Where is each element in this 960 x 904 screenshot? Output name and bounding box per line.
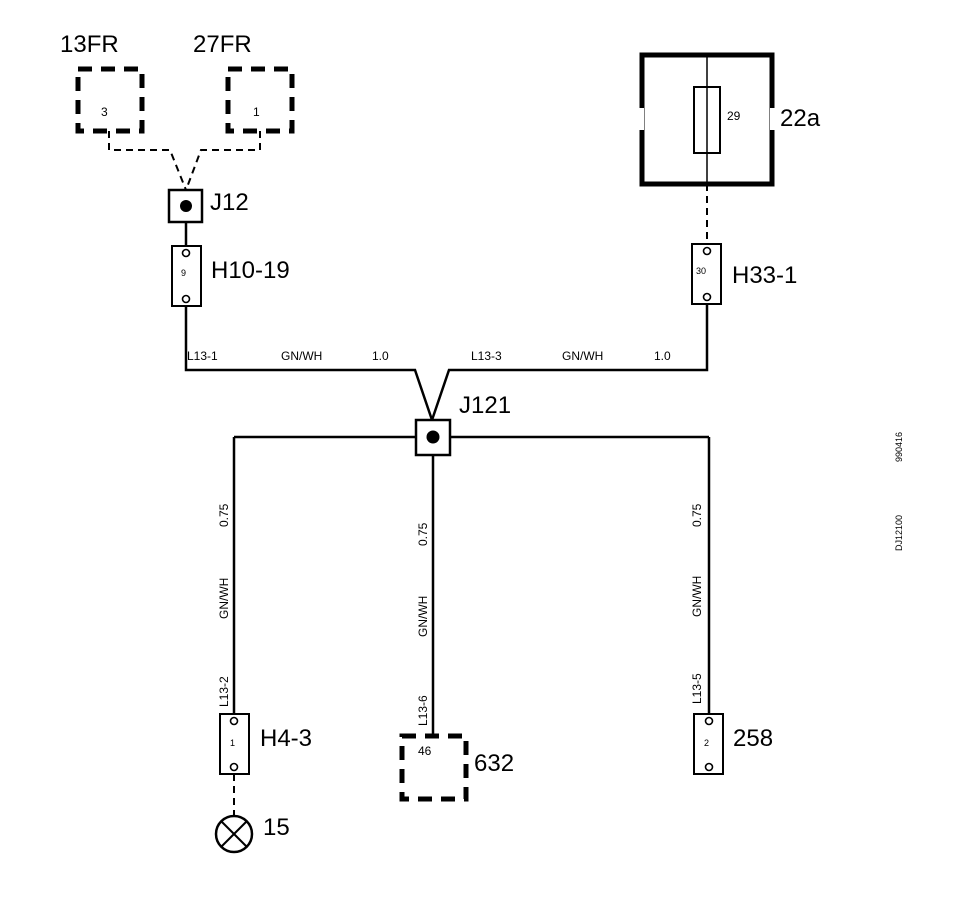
connector-h33-1: 30 H33-1 (691, 243, 797, 305)
connector-h33-1-label: H33-1 (732, 262, 797, 289)
connector-13fr-pin: 3 (101, 105, 108, 119)
wire-l13-2-size: 0.75 (217, 503, 231, 527)
splice-j12: J12 (167, 188, 249, 224)
connector-h4-3-label: H4-3 (260, 725, 312, 752)
lamp-label: 15 (263, 814, 290, 841)
margin-codes: 990416 DJ12100 (894, 432, 904, 551)
connector-h10-19: 9 H10-19 (171, 245, 290, 307)
wire-l13-2-id: L13-2 (217, 676, 231, 707)
wire-l13-3-id: L13-3 (471, 349, 502, 363)
connector-258: 2 258 (693, 713, 773, 775)
wire-l13-3-labels: L13-3 GN/WH 1.0 (471, 349, 671, 363)
wire-l13-5-id: L13-5 (690, 673, 704, 704)
dashed-wires-top-left (108, 131, 261, 191)
connector-h10-19-pin: 9 (181, 268, 186, 278)
connector-h4-3: 1 H4-3 (219, 713, 312, 775)
fuse-number: 29 (727, 109, 741, 123)
connector-27fr-pin: 1 (253, 105, 260, 119)
wire-l13-3-color: GN/WH (562, 349, 603, 363)
connector-13fr: 13FR 3 (60, 31, 145, 134)
wire-l13-6-size: 0.75 (416, 522, 430, 546)
connector-13fr-label: 13FR (60, 31, 119, 58)
splice-j121-label: J121 (459, 392, 511, 419)
lamp-15: 15 (214, 814, 290, 854)
connector-632: 46 632 (399, 733, 514, 802)
wire-l13-1-size: 1.0 (372, 349, 389, 363)
margin-code-1: 990416 (894, 432, 904, 462)
connector-27fr-label: 27FR (193, 31, 252, 58)
wire-l13-3-size: 1.0 (654, 349, 671, 363)
wire-l13-1-labels: L13-1 GN/WH 1.0 (187, 349, 389, 363)
connector-h10-19-label: H10-19 (211, 257, 290, 284)
wire-l13-6-id: L13-6 (416, 695, 430, 726)
wires-top-bus (184, 304, 709, 421)
connector-258-label: 258 (733, 725, 773, 752)
connector-h33-1-pin: 30 (696, 266, 706, 276)
wire-l13-1-id: L13-1 (187, 349, 218, 363)
connector-h4-3-pin: 1 (230, 738, 235, 748)
wire-l13-2-labels: 0.75 GN/WH L13-2 (217, 503, 231, 707)
wire-l13-6-labels: 0.75 GN/WH L13-6 (416, 522, 430, 726)
wire-l13-6-color: GN/WH (416, 596, 430, 637)
wire-l13-5-labels: 0.75 GN/WH L13-5 (690, 503, 704, 704)
wire-l13-5-size: 0.75 (690, 503, 704, 527)
fuse-box-22a: 29 22a (636, 52, 821, 187)
connector-27fr: 27FR 1 (193, 31, 295, 134)
fuse-box-label: 22a (780, 105, 821, 132)
connector-258-pin: 2 (704, 738, 709, 748)
margin-code-2: DJ12100 (894, 515, 904, 551)
connector-632-pin: 46 (418, 744, 432, 758)
splice-j121: J121 (234, 392, 709, 457)
wire-l13-1-color: GN/WH (281, 349, 322, 363)
connector-632-label: 632 (474, 750, 514, 777)
wire-l13-5-color: GN/WH (690, 576, 704, 617)
wire-l13-2-color: GN/WH (217, 578, 231, 619)
splice-j12-label: J12 (210, 189, 249, 216)
